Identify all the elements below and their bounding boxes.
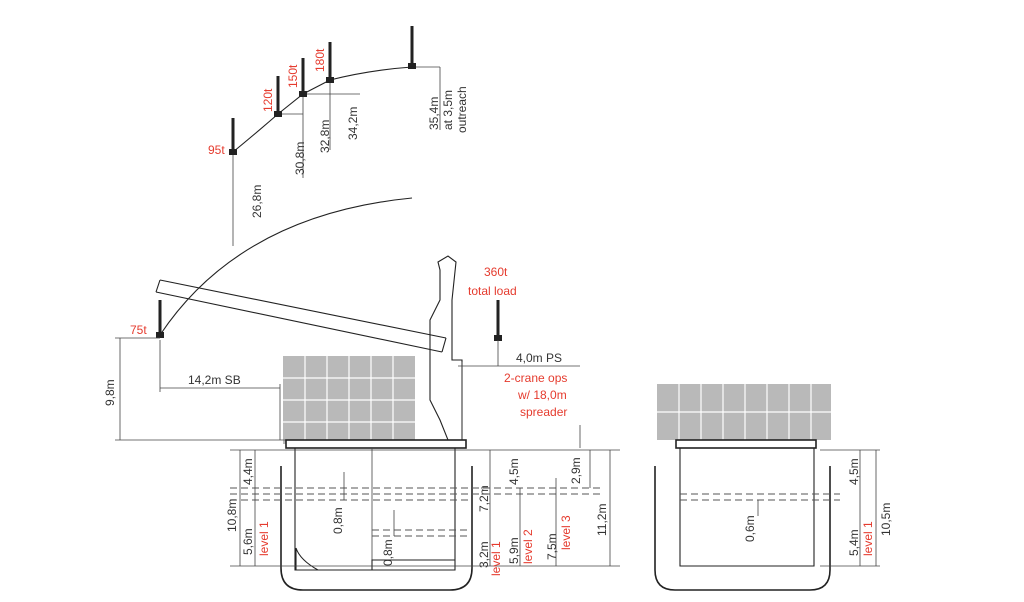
height-label-35-4: 35,4m	[427, 97, 441, 130]
height-label-30-8: 30,8m	[293, 142, 307, 175]
load-label-120t: 120t	[261, 88, 275, 112]
height-label-5-6: 5,6m	[241, 528, 255, 555]
hook-icon-120t	[274, 76, 282, 117]
level-label-1-right: level 1	[861, 521, 875, 556]
deck-containers-right	[657, 384, 831, 440]
hook-icon-150t	[299, 58, 307, 97]
height-label-4-5-left: 4,5m	[507, 458, 521, 485]
crane-envelope	[159, 66, 441, 336]
height-label-5-9: 5,9m	[507, 537, 521, 564]
ps-distance-label: 4,0m PS	[516, 351, 562, 365]
level-label-3: level 3	[559, 515, 573, 550]
height-label-0-8-upper: 0,8m	[331, 507, 345, 534]
crane-boom	[155, 279, 447, 353]
height-label-10-5: 10,5m	[879, 503, 893, 536]
height-label-7-5: 7,5m	[545, 533, 559, 560]
sb-distance-label: 14,2m SB	[188, 373, 241, 387]
height-label-10-8: 10,8m	[225, 499, 239, 532]
dimension-lines-upper	[115, 337, 581, 448]
height-label-34-2: 34,2m	[346, 107, 360, 140]
level-label-1-left: level 1	[257, 521, 271, 556]
total-load-value: 360t	[484, 265, 508, 279]
hook-icon-360t	[494, 300, 502, 341]
ops-note-line3: spreader	[520, 405, 567, 419]
height-label-32-8: 32,8m	[318, 120, 332, 153]
deck-containers-left	[283, 356, 415, 444]
hook-icon-180t	[326, 42, 334, 83]
height-label-4-4: 4,4m	[241, 458, 255, 485]
hull-section-right	[654, 439, 880, 591]
height-label-5-4: 5,4m	[847, 529, 861, 556]
height-label-7-2: 7,2m	[477, 485, 491, 512]
outreach-label-distance: at 3,5m	[441, 90, 455, 130]
load-label-150t: 150t	[286, 64, 300, 88]
height-label-4-5-right: 4,5m	[847, 458, 861, 485]
height-label-3-2: 3,2m	[477, 541, 491, 568]
crane-pedestal	[429, 255, 463, 441]
height-label-0-6: 0,6m	[743, 515, 757, 542]
ops-note-line1: 2-crane ops	[504, 371, 567, 385]
total-load-text: total load	[468, 284, 517, 298]
load-label-75t: 75t	[130, 323, 147, 337]
hull-section-left	[230, 439, 620, 591]
hook-icon-75t	[156, 300, 164, 338]
height-label-11-2: 11,2m	[595, 504, 609, 536]
load-label-95t: 95t	[208, 143, 225, 157]
level-label-2: level 2	[521, 529, 535, 564]
outreach-label-word: outreach	[455, 86, 469, 133]
hook-icon-outreach	[408, 26, 416, 69]
level-label-1-mid: level 1	[489, 541, 503, 576]
ops-note-line2: w/ 18,0m	[517, 388, 567, 402]
load-label-180t: 180t	[313, 48, 327, 72]
hook-icon-95t	[229, 118, 237, 155]
height-label-0-8-lower: 0,8m	[381, 539, 395, 566]
height-label-2-9: 2,9m	[569, 457, 583, 484]
height-label-9-8: 9,8m	[103, 379, 117, 406]
height-label-26-8: 26,8m	[250, 185, 264, 218]
